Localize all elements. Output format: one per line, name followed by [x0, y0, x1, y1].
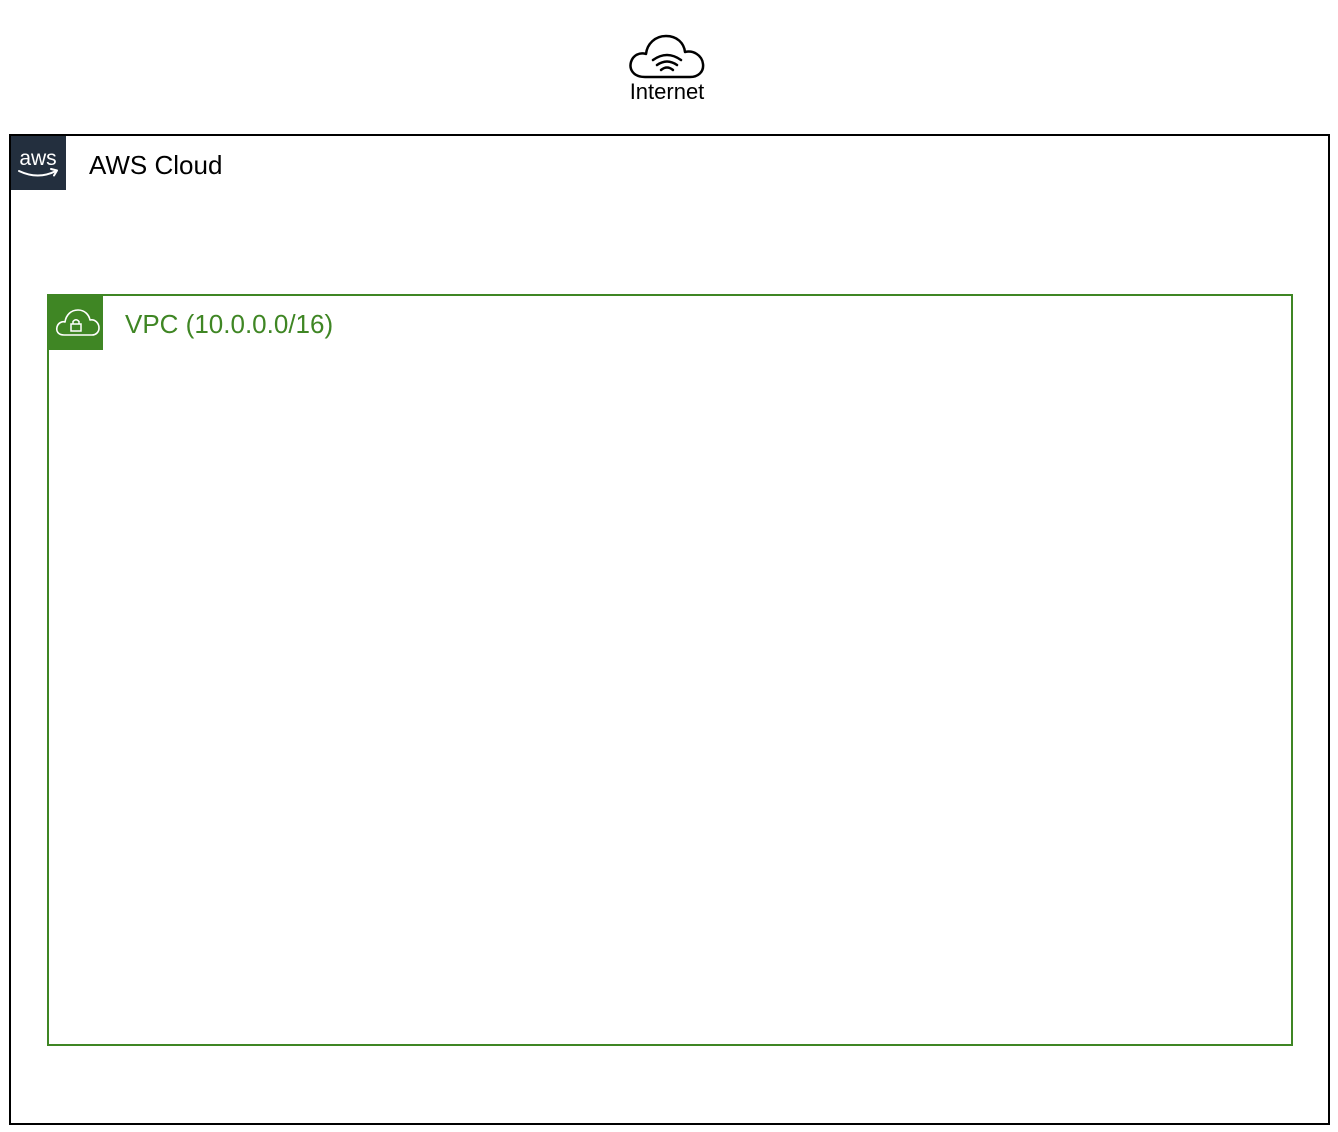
internet-cloud-icon — [629, 34, 705, 79]
internet-node[interactable]: Internet — [612, 30, 722, 104]
vpc-cloud-lock-icon — [49, 296, 103, 350]
aws-logo-text: aws — [19, 147, 56, 170]
aws-cloud-group[interactable]: aws AWS Cloud VPC (10.0.0.0/16) — [9, 134, 1330, 1125]
vpc-label: VPC (10.0.0.0/16) — [125, 309, 334, 339]
aws-logo-icon: aws — [11, 136, 66, 190]
aws-cloud-label: AWS Cloud — [89, 150, 223, 180]
internet-label: Internet — [629, 79, 705, 104]
vpc-group[interactable]: VPC (10.0.0.0/16) — [47, 294, 1293, 1046]
